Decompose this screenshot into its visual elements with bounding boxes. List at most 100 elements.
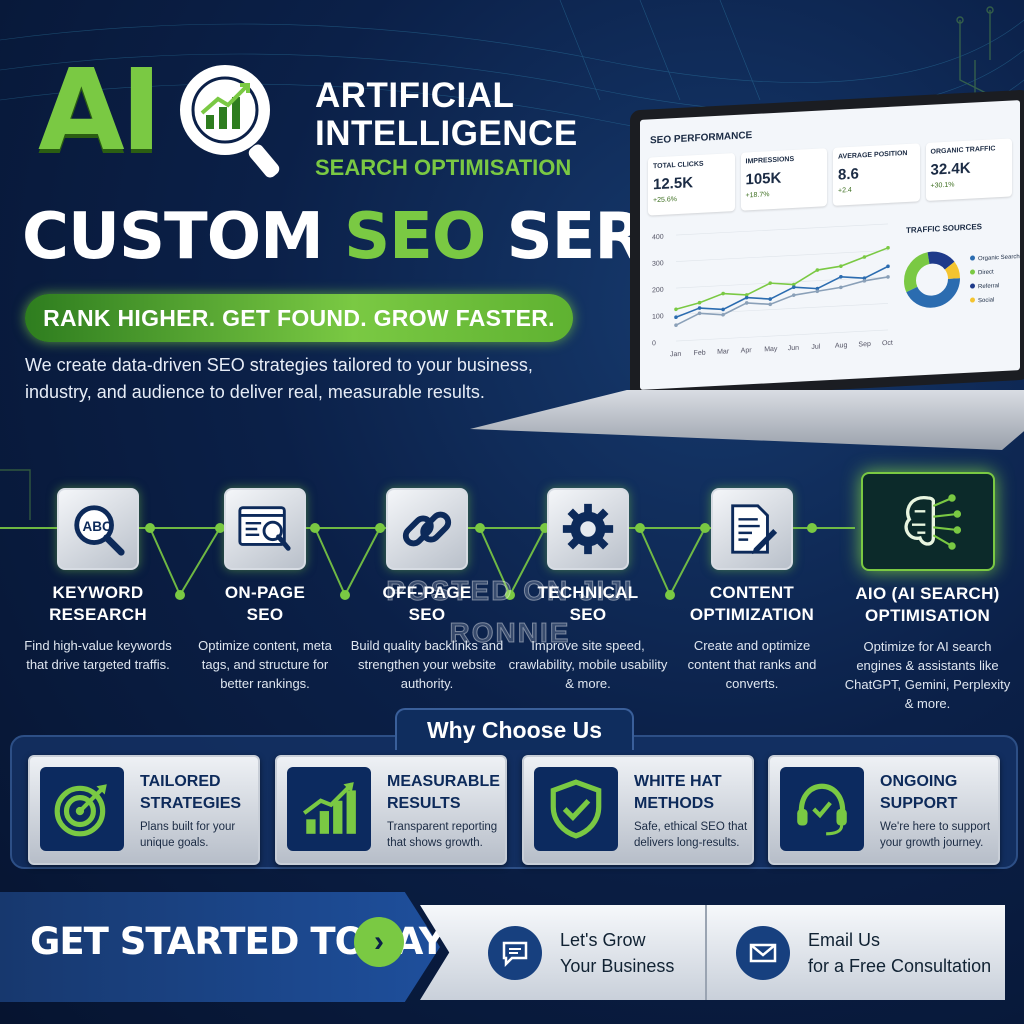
service-title-line1: KEYWORD bbox=[52, 583, 144, 602]
headset-icon bbox=[797, 783, 847, 836]
series-line bbox=[675, 276, 889, 326]
service-desc: Optimize content, meta tags, and structu… bbox=[198, 638, 332, 691]
dashboard-title: SEO PERFORMANCE bbox=[650, 130, 753, 147]
data-point bbox=[768, 281, 773, 285]
legend-item: Organic Search bbox=[970, 250, 1020, 267]
kpi-value: 8.6 bbox=[838, 165, 859, 184]
kpi-card: AVERAGE POSITION 8.6 +2.4 bbox=[833, 143, 920, 206]
legend-label: Referral bbox=[978, 283, 1000, 291]
service-icon-box bbox=[386, 488, 468, 570]
x-tick-label: Aug bbox=[835, 342, 848, 350]
webpage-search-icon bbox=[238, 506, 291, 551]
service-title-line2: OPTIMIZATION bbox=[689, 605, 815, 624]
why-icon-box bbox=[40, 767, 124, 851]
intro-text: We create data-driven SEO strategies tai… bbox=[25, 355, 533, 402]
why-title-line2: METHODS bbox=[634, 795, 714, 812]
data-point bbox=[721, 307, 725, 312]
data-point bbox=[791, 282, 796, 287]
service-title-line1: CONTENT bbox=[709, 583, 795, 602]
data-point bbox=[744, 293, 749, 297]
data-point bbox=[791, 285, 796, 290]
service-aio-optimisation: AIO (AI SEARCH)OPTIMISATION Optimize for… bbox=[840, 472, 1015, 713]
keyword-search-icon: ABC bbox=[74, 505, 125, 556]
why-card-desc: We're here to support your growth journe… bbox=[880, 821, 991, 849]
service-title-line2: RESEARCH bbox=[49, 605, 147, 624]
service-desc: Improve site speed, crawlability, mobile… bbox=[508, 638, 668, 691]
title-line-artificial: ARTIFICIAL bbox=[315, 76, 515, 115]
chart-gridline bbox=[676, 250, 888, 262]
legend-item: Social bbox=[970, 292, 1020, 309]
contact-email-us[interactable]: Email Us for a Free Consultation bbox=[736, 915, 991, 990]
chart-gridline bbox=[676, 303, 888, 315]
contact-grow-business[interactable]: Let's Grow Your Business bbox=[488, 915, 674, 990]
kpi-row: TOTAL CLICKS 12.5K +25.6% IMPRESSIONS 10… bbox=[648, 138, 1012, 216]
traffic-sources-legend: Organic Search Direct Referral Social bbox=[970, 250, 1020, 309]
x-tick-label: Apr bbox=[741, 347, 753, 355]
why-title-line1: ONGOING bbox=[880, 773, 958, 790]
series-line bbox=[675, 247, 889, 311]
data-point bbox=[697, 306, 702, 310]
data-point bbox=[744, 301, 749, 305]
x-tick-label: Jul bbox=[811, 343, 820, 350]
why-title-line1: MEASURABLE bbox=[387, 773, 500, 790]
service-title-line2: SEO bbox=[246, 605, 284, 624]
gear-icon bbox=[562, 503, 614, 555]
y-tick-label: 200 bbox=[652, 287, 664, 295]
data-point bbox=[862, 276, 867, 280]
laptop-screen: SEO PERFORMANCE TOTAL CLICKS 12.5K +25.6… bbox=[630, 89, 1024, 401]
x-tick-label: Jan bbox=[670, 351, 681, 359]
service-icon-box bbox=[711, 488, 793, 570]
y-tick-label: 400 bbox=[652, 234, 664, 242]
why-icon-box bbox=[534, 767, 618, 851]
kpi-label: AVERAGE POSITION bbox=[838, 149, 908, 161]
why-icon-box bbox=[780, 767, 864, 851]
kpi-label: TOTAL CLICKS bbox=[653, 160, 704, 171]
service-icon-box: ABC bbox=[57, 488, 139, 570]
magnifier-growth-icon bbox=[180, 65, 280, 178]
mail-icon bbox=[749, 943, 777, 962]
laptop-keyboard-base bbox=[470, 390, 1024, 450]
service-title-line1: OFF-PAGE bbox=[382, 583, 472, 602]
data-point bbox=[674, 315, 678, 320]
laptop-mockup: SEO PERFORMANCE TOTAL CLICKS 12.5K +25.6… bbox=[470, 89, 1024, 495]
logo-ai-text: AI bbox=[38, 46, 162, 176]
service-icon-box bbox=[547, 488, 629, 570]
why-card-title: TAILORED STRATEGIES bbox=[140, 771, 241, 815]
service-title-line1: AIO (AI SEARCH) bbox=[855, 584, 1000, 603]
service-icon-box bbox=[860, 472, 995, 571]
data-point bbox=[768, 302, 773, 307]
headline-highlight: SEO bbox=[344, 200, 486, 274]
document-edit-icon bbox=[731, 504, 778, 555]
legend-label: Social bbox=[978, 297, 995, 305]
why-title-line2: STRATEGIES bbox=[140, 795, 242, 812]
kpi-label: IMPRESSIONS bbox=[745, 155, 795, 166]
why-card-title: WHITE HAT METHODS bbox=[634, 771, 722, 815]
x-tick-label: Jun bbox=[788, 345, 799, 353]
data-point bbox=[839, 274, 843, 279]
data-point bbox=[674, 323, 678, 327]
data-point bbox=[674, 307, 678, 312]
contact-line1: Let's Grow bbox=[560, 929, 646, 950]
data-point bbox=[862, 279, 867, 283]
why-title-line1: TAILORED bbox=[140, 773, 221, 790]
get-started-arrow-button[interactable]: › bbox=[354, 917, 404, 967]
data-point bbox=[744, 295, 749, 300]
data-point bbox=[839, 285, 843, 290]
data-point bbox=[721, 291, 725, 296]
service-desc: Optimize for AI search engines & assista… bbox=[844, 639, 1011, 711]
kpi-card: ORGANIC TRAFFIC 32.4K +30.1% bbox=[925, 138, 1012, 201]
chart-gridline bbox=[676, 223, 888, 236]
watermark-line2: RONNIE bbox=[449, 617, 571, 649]
chart-gridline bbox=[676, 329, 888, 342]
contact-line1: Email Us bbox=[808, 929, 881, 950]
svg-text:ABC: ABC bbox=[83, 519, 113, 534]
why-title-line1: WHITE HAT bbox=[634, 773, 722, 790]
data-point bbox=[815, 268, 820, 272]
